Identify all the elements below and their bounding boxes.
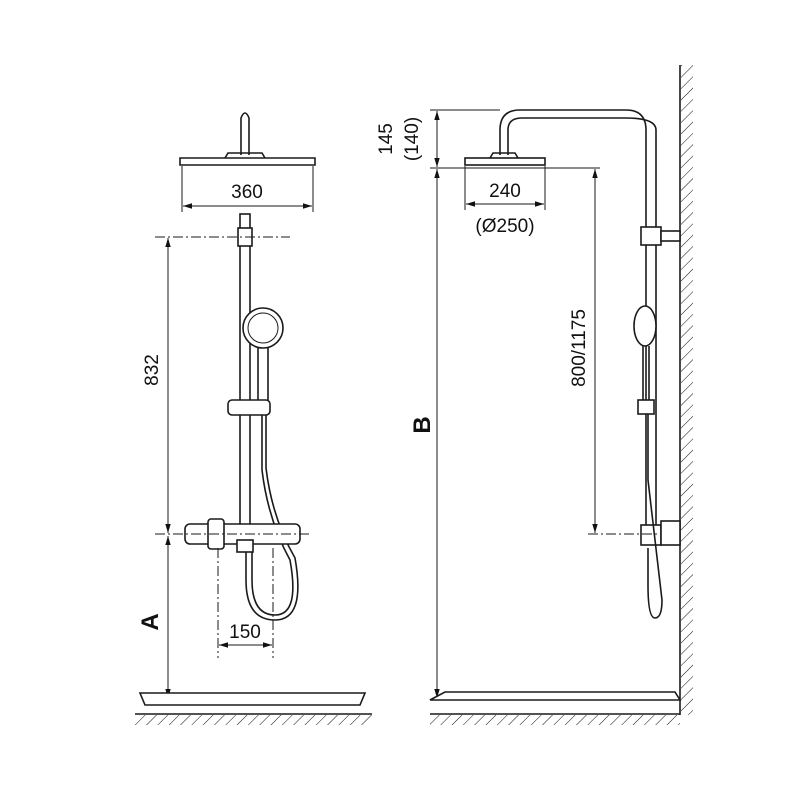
side-column-pipe [499, 109, 647, 545]
dim-head-diameter: (Ø250) [475, 216, 534, 237]
front-view: 360 832 150 A [135, 112, 372, 725]
shower-head [179, 157, 316, 166]
dim-side-head-width: 240 [489, 181, 521, 202]
side-hose [647, 414, 663, 619]
wall-bracket-top [640, 226, 662, 246]
dim-column-height: 832 [142, 354, 163, 386]
dim-mixer-height: A [137, 613, 164, 630]
side-shower-tray [429, 691, 682, 701]
dim-side-column-height: 800/1175 [569, 309, 590, 387]
dim-overall-height: B [409, 416, 436, 433]
column-pipe [239, 213, 251, 531]
wall-bracket-bottom [640, 524, 662, 546]
hose [251, 415, 294, 616]
dim-head-offset: 145 [376, 123, 397, 155]
side-shower-head [464, 157, 546, 166]
dim-head-offset-alt: (140) [402, 117, 423, 161]
shower-arm [240, 112, 250, 155]
hand-shower [242, 307, 284, 349]
slider-bracket [227, 399, 271, 416]
dim-inlet-spacing: 150 [229, 622, 261, 643]
side-hand-shower [633, 305, 657, 347]
dim-head-width: 360 [231, 182, 263, 203]
shower-tray [138, 692, 367, 706]
side-view: 145 (140) 240 (Ø250) B 800/1175 [376, 65, 693, 725]
